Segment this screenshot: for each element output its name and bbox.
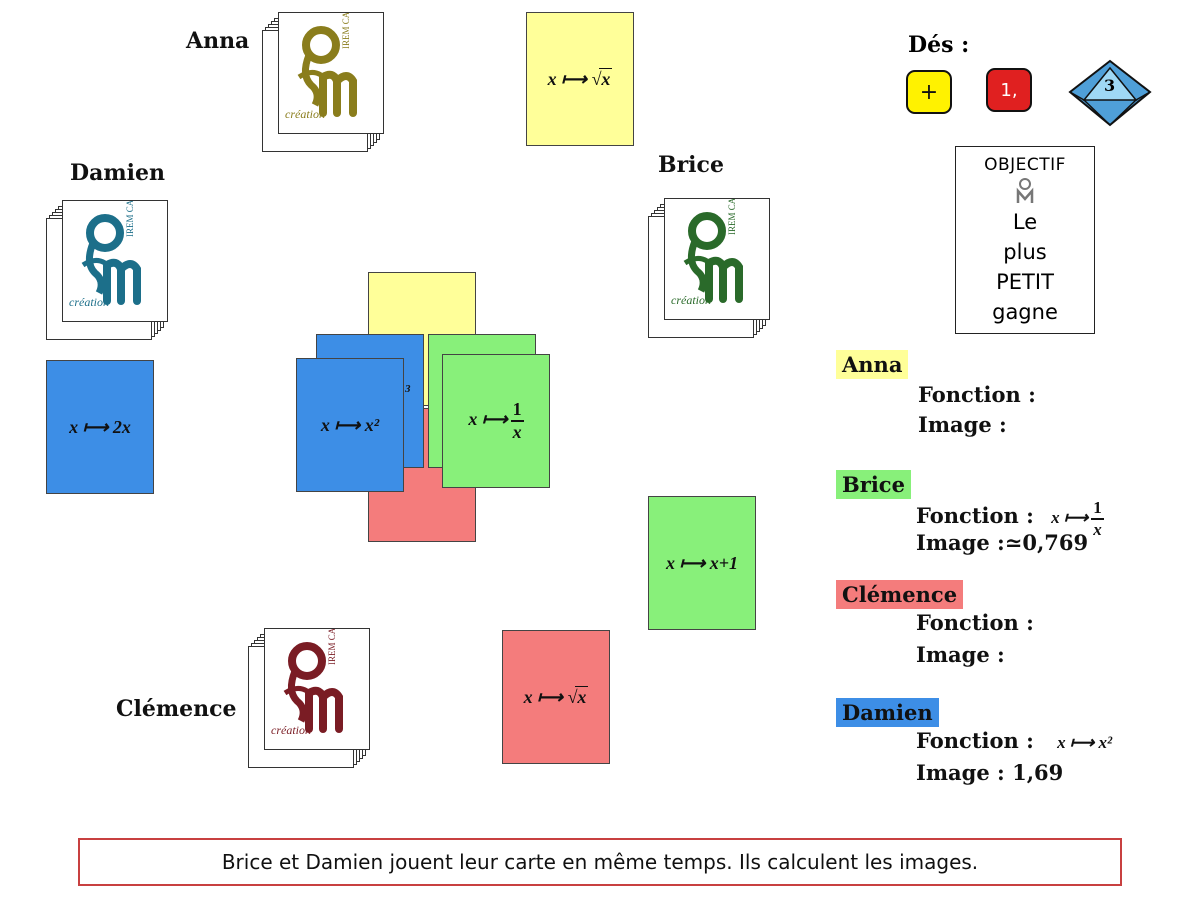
deck-damien[interactable]: création IREM CAEN — [46, 200, 170, 342]
objectif-line: plus — [1003, 240, 1047, 264]
card-function-text: x ⟼ √x — [523, 686, 589, 707]
deck-brice[interactable]: création IREM CAEN — [648, 198, 772, 340]
panel-brice-image-value: ≃0,769 — [1004, 530, 1089, 555]
objectif-title: OBJECTIF — [984, 155, 1066, 175]
panel-damien-image: Image : 1,69 — [916, 760, 1063, 785]
card-brice-hand[interactable]: x ⟼ x+1 — [648, 496, 756, 630]
die-face: 3 — [1104, 76, 1116, 95]
objectif-line: Le — [1012, 210, 1038, 234]
card-damien-hand[interactable]: x ⟼ 2x — [46, 360, 154, 494]
panel-brice-image-label: Image : — [916, 530, 1005, 555]
objectif-line: PETIT — [996, 270, 1054, 294]
panel-damien-fonction-label: Fonction : — [916, 728, 1034, 753]
card-function-text: x ⟼ √x — [547, 68, 613, 89]
panel-clemence-image-label: Image : — [916, 642, 1005, 667]
instruction-banner: Brice et Damien jouent leur carte en mêm… — [78, 838, 1122, 886]
logo-text-irem: IREM CAEN — [727, 198, 737, 235]
panel-anna-image-label: Image : — [918, 412, 1007, 437]
pile-card-blue-front[interactable]: x ⟼ x² — [296, 358, 404, 492]
logo-text-creation: création — [271, 723, 311, 737]
card-anna-played[interactable]: x ⟼ √x — [526, 12, 634, 146]
logo-text-irem: IREM CAEN — [341, 12, 351, 49]
panel-name-damien: Damien — [836, 698, 939, 727]
die-d8[interactable]: 3 — [1066, 58, 1154, 128]
panel-damien-fonction: Fonction : x ⟼ x² — [916, 728, 1112, 753]
logo-text-creation: création — [69, 295, 109, 309]
deck-top-card: création IREM CAEN — [664, 198, 770, 320]
panel-name-clemence: Clémence — [836, 580, 964, 609]
deck-top-card: création IREM CAEN — [62, 200, 168, 322]
panel-damien-fonction-value: x ⟼ x² — [1057, 733, 1113, 752]
deck-top-card: création IREM CAEN — [264, 628, 370, 750]
irem-logo-icon — [283, 642, 343, 733]
panel-name-brice: Brice — [836, 470, 911, 499]
panel-name-anna: Anna — [836, 350, 909, 379]
objectif-card: OBJECTIF Le plus PETIT gagne — [955, 146, 1095, 334]
irem-logo-icon — [956, 175, 1094, 207]
card-function-text: x ⟼ x² — [320, 414, 380, 435]
logo-text-creation: création — [285, 107, 325, 121]
die-yellow-sign[interactable]: + — [906, 70, 952, 114]
player-name-damien: Damien — [70, 160, 165, 186]
deck-clemence[interactable]: création IREM CAEN — [248, 628, 372, 770]
die-face: + — [919, 79, 939, 105]
panel-brice-image: Image :≃0,769 — [916, 530, 1088, 555]
logo-text-creation: création — [671, 293, 711, 307]
irem-logo-icon — [81, 214, 141, 305]
panel-damien-image-label: Image : — [916, 760, 1005, 785]
die-red-digit[interactable]: 1, — [986, 68, 1032, 112]
panel-anna-fonction-label: Fonction : — [918, 382, 1036, 407]
pile-peek-exponent: 3 — [405, 383, 411, 395]
irem-logo-icon — [683, 212, 743, 303]
panel-brice-fonction-label: Fonction : — [916, 502, 1034, 528]
card-function-text: x ⟼ 2x — [69, 416, 131, 437]
panel-clemence-fonction-label: Fonction : — [916, 610, 1034, 635]
player-name-brice: Brice — [658, 152, 724, 178]
player-name-clemence: Clémence — [116, 696, 237, 722]
dice-title: Dés : — [908, 32, 970, 58]
irem-logo-icon — [297, 26, 357, 117]
logo-text-irem: IREM CAEN — [125, 200, 135, 237]
objectif-line: gagne — [992, 300, 1058, 324]
die-face: 1, — [1000, 79, 1018, 101]
d8-shape-icon — [1068, 59, 1152, 127]
deck-anna[interactable]: création IREM CAEN — [262, 12, 386, 154]
logo-text-irem: IREM CAEN — [327, 628, 337, 665]
deck-top-card: création IREM CAEN — [278, 12, 384, 134]
player-name-anna: Anna — [186, 28, 250, 54]
card-clemence-hand[interactable]: x ⟼ √x — [502, 630, 610, 764]
card-function-text: x ⟼ x+1 — [665, 552, 739, 573]
panel-damien-image-value: 1,69 — [1012, 760, 1064, 785]
